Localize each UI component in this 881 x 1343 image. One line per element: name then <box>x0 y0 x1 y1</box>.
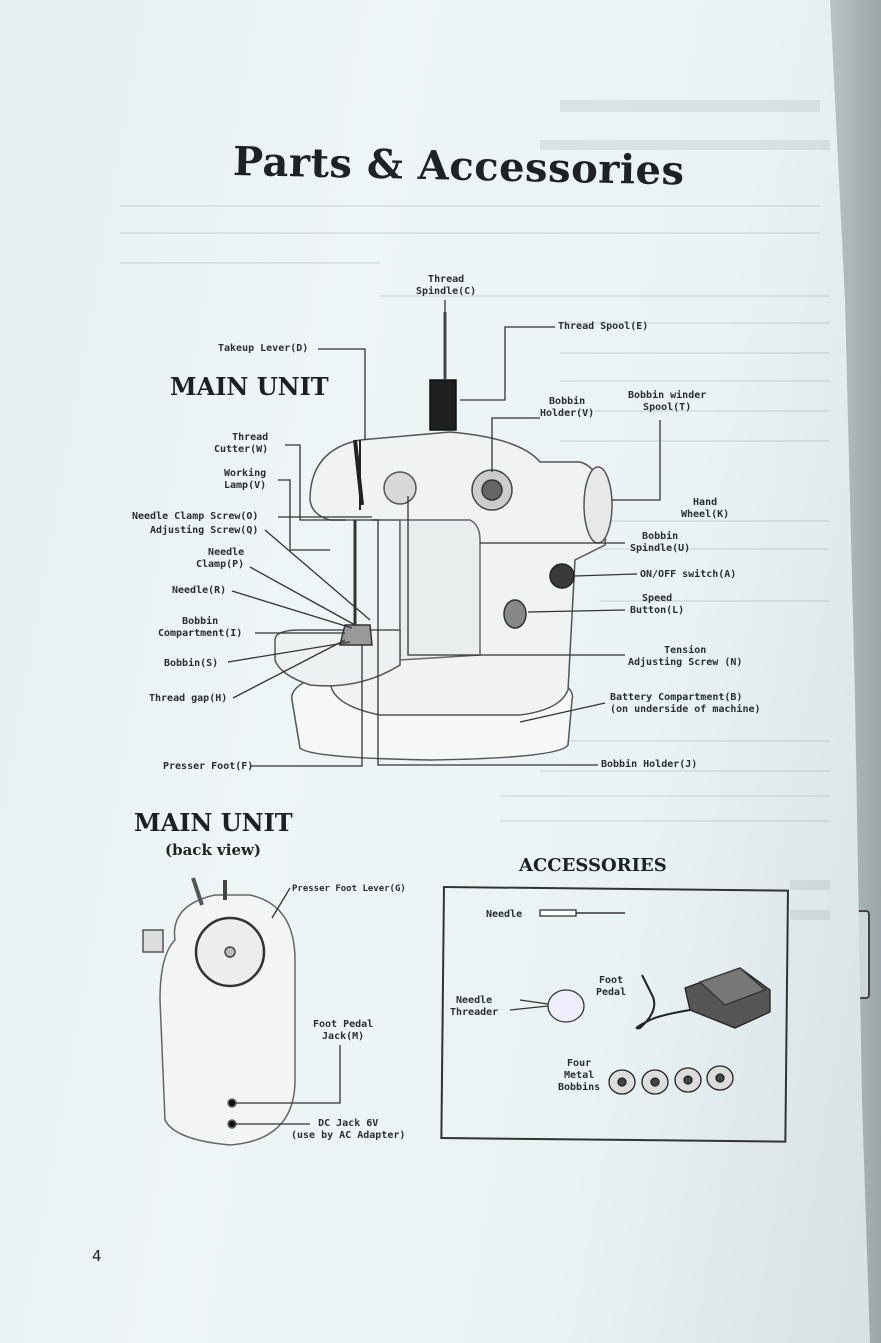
label-line: Spool(T) <box>628 402 706 414</box>
label-line: Bobbin winder <box>628 390 706 402</box>
label-bobbin-holder-v: Bobbin Holder(V) <box>540 396 594 420</box>
on-off-switch <box>550 564 574 588</box>
label-needle-clamp: Needle Clamp(P) <box>196 547 244 571</box>
label-line: Jack(M) <box>313 1031 373 1043</box>
label-needle: Needle(R) <box>172 585 226 597</box>
label-bobbin-holder-j: Bobbin Holder(J) <box>601 759 697 771</box>
label-dc-jack: DC Jack 6V (use by AC Adapter) <box>291 1118 405 1142</box>
presser-foot <box>340 625 372 645</box>
label-metal-bobbins: Four Metal Bobbins <box>558 1058 600 1094</box>
label-line: Bobbins <box>558 1082 600 1094</box>
label-line: Four <box>558 1058 600 1070</box>
label-line: Working <box>224 468 266 480</box>
label-line: Pedal <box>596 987 626 999</box>
label-tension-adjusting-screw: Tension Adjusting Screw (N) <box>628 645 742 669</box>
label-line: Needle <box>196 547 244 559</box>
accessories-heading: ACCESSORIES <box>519 855 667 876</box>
label-line: Metal <box>558 1070 600 1082</box>
back-view-caption: (back view) <box>165 841 261 859</box>
label-accessory-needle: Needle <box>486 909 522 921</box>
label-bobbin-winder-spool: Bobbin winder Spool(T) <box>628 390 706 414</box>
speed-button <box>504 600 526 628</box>
foot-pedal-jack <box>228 1099 236 1107</box>
label-line: (on underside of machine) <box>610 704 761 716</box>
label-line: Battery Compartment(B) <box>610 692 761 704</box>
label-line: Speed <box>630 593 684 605</box>
label-line: Bobbin <box>158 616 242 628</box>
label-line: Button(L) <box>630 605 684 617</box>
label-line: Foot Pedal <box>313 1019 373 1031</box>
label-line: Thread <box>214 432 268 444</box>
label-line: Spindle(U) <box>630 543 690 555</box>
label-takeup-lever: Takeup Lever(D) <box>218 343 308 355</box>
back-knob <box>143 930 163 952</box>
label-line: Spindle(C) <box>416 286 476 298</box>
label-line: Cutter(W) <box>214 444 268 456</box>
tension-knob <box>384 472 416 504</box>
label-line: Bobbin <box>540 396 594 408</box>
sewing-machine-front <box>275 312 612 760</box>
label-line: Wheel(K) <box>681 509 729 521</box>
label-line: Holder(V) <box>540 408 594 420</box>
label-line: Thread <box>416 274 476 286</box>
label-foot-pedal: Foot Pedal <box>596 975 626 999</box>
label-bobbin: Bobbin(S) <box>164 658 218 670</box>
label-working-lamp: Working Lamp(V) <box>224 468 266 492</box>
label-hand-wheel: Hand Wheel(K) <box>681 497 729 521</box>
label-thread-cutter: Thread Cutter(W) <box>214 432 268 456</box>
label-on-off-switch: ON/OFF switch(A) <box>640 569 736 581</box>
label-line: (use by AC Adapter) <box>291 1130 405 1142</box>
label-foot-pedal-jack: Foot Pedal Jack(M) <box>313 1019 373 1043</box>
label-presser-foot: Presser Foot(F) <box>163 761 253 773</box>
label-line: Compartment(I) <box>158 628 242 640</box>
label-line: Clamp(P) <box>196 559 244 571</box>
label-battery-compartment: Battery Compartment(B) (on underside of … <box>610 692 761 716</box>
label-line: Adjusting Screw (N) <box>628 657 742 669</box>
label-line: Lamp(V) <box>224 480 266 492</box>
label-line: Foot <box>596 975 626 987</box>
label-line: Hand <box>681 497 729 509</box>
label-bobbin-spindle: Bobbin Spindle(U) <box>630 531 690 555</box>
label-thread-gap: Thread gap(H) <box>149 693 227 705</box>
main-unit-back-heading: MAIN UNIT <box>134 808 293 837</box>
label-presser-foot-lever: Presser Foot Lever(G) <box>292 883 406 895</box>
label-needle-clamp-screw: Needle Clamp Screw(O) <box>132 511 258 523</box>
label-line: Tension <box>628 645 742 657</box>
label-line: Bobbin <box>630 531 690 543</box>
label-line: Needle <box>450 995 498 1007</box>
label-line: DC Jack 6V <box>291 1118 405 1130</box>
label-bobbin-compartment: Bobbin Compartment(I) <box>158 616 242 640</box>
dc-jack <box>228 1120 236 1128</box>
label-speed-button: Speed Button(L) <box>630 593 684 617</box>
label-adjusting-screw: Adjusting Screw(Q) <box>150 525 258 537</box>
label-thread-spool: Thread Spool(E) <box>558 321 648 333</box>
arm-cavity <box>400 520 480 660</box>
thread-spool <box>430 380 456 430</box>
label-thread-spindle: Thread Spindle(C) <box>416 274 476 298</box>
page-number: 4 <box>92 1247 102 1265</box>
hand-wheel <box>584 467 612 543</box>
label-needle-threader: Needle Threader <box>450 995 498 1019</box>
label-line: Threader <box>450 1007 498 1019</box>
